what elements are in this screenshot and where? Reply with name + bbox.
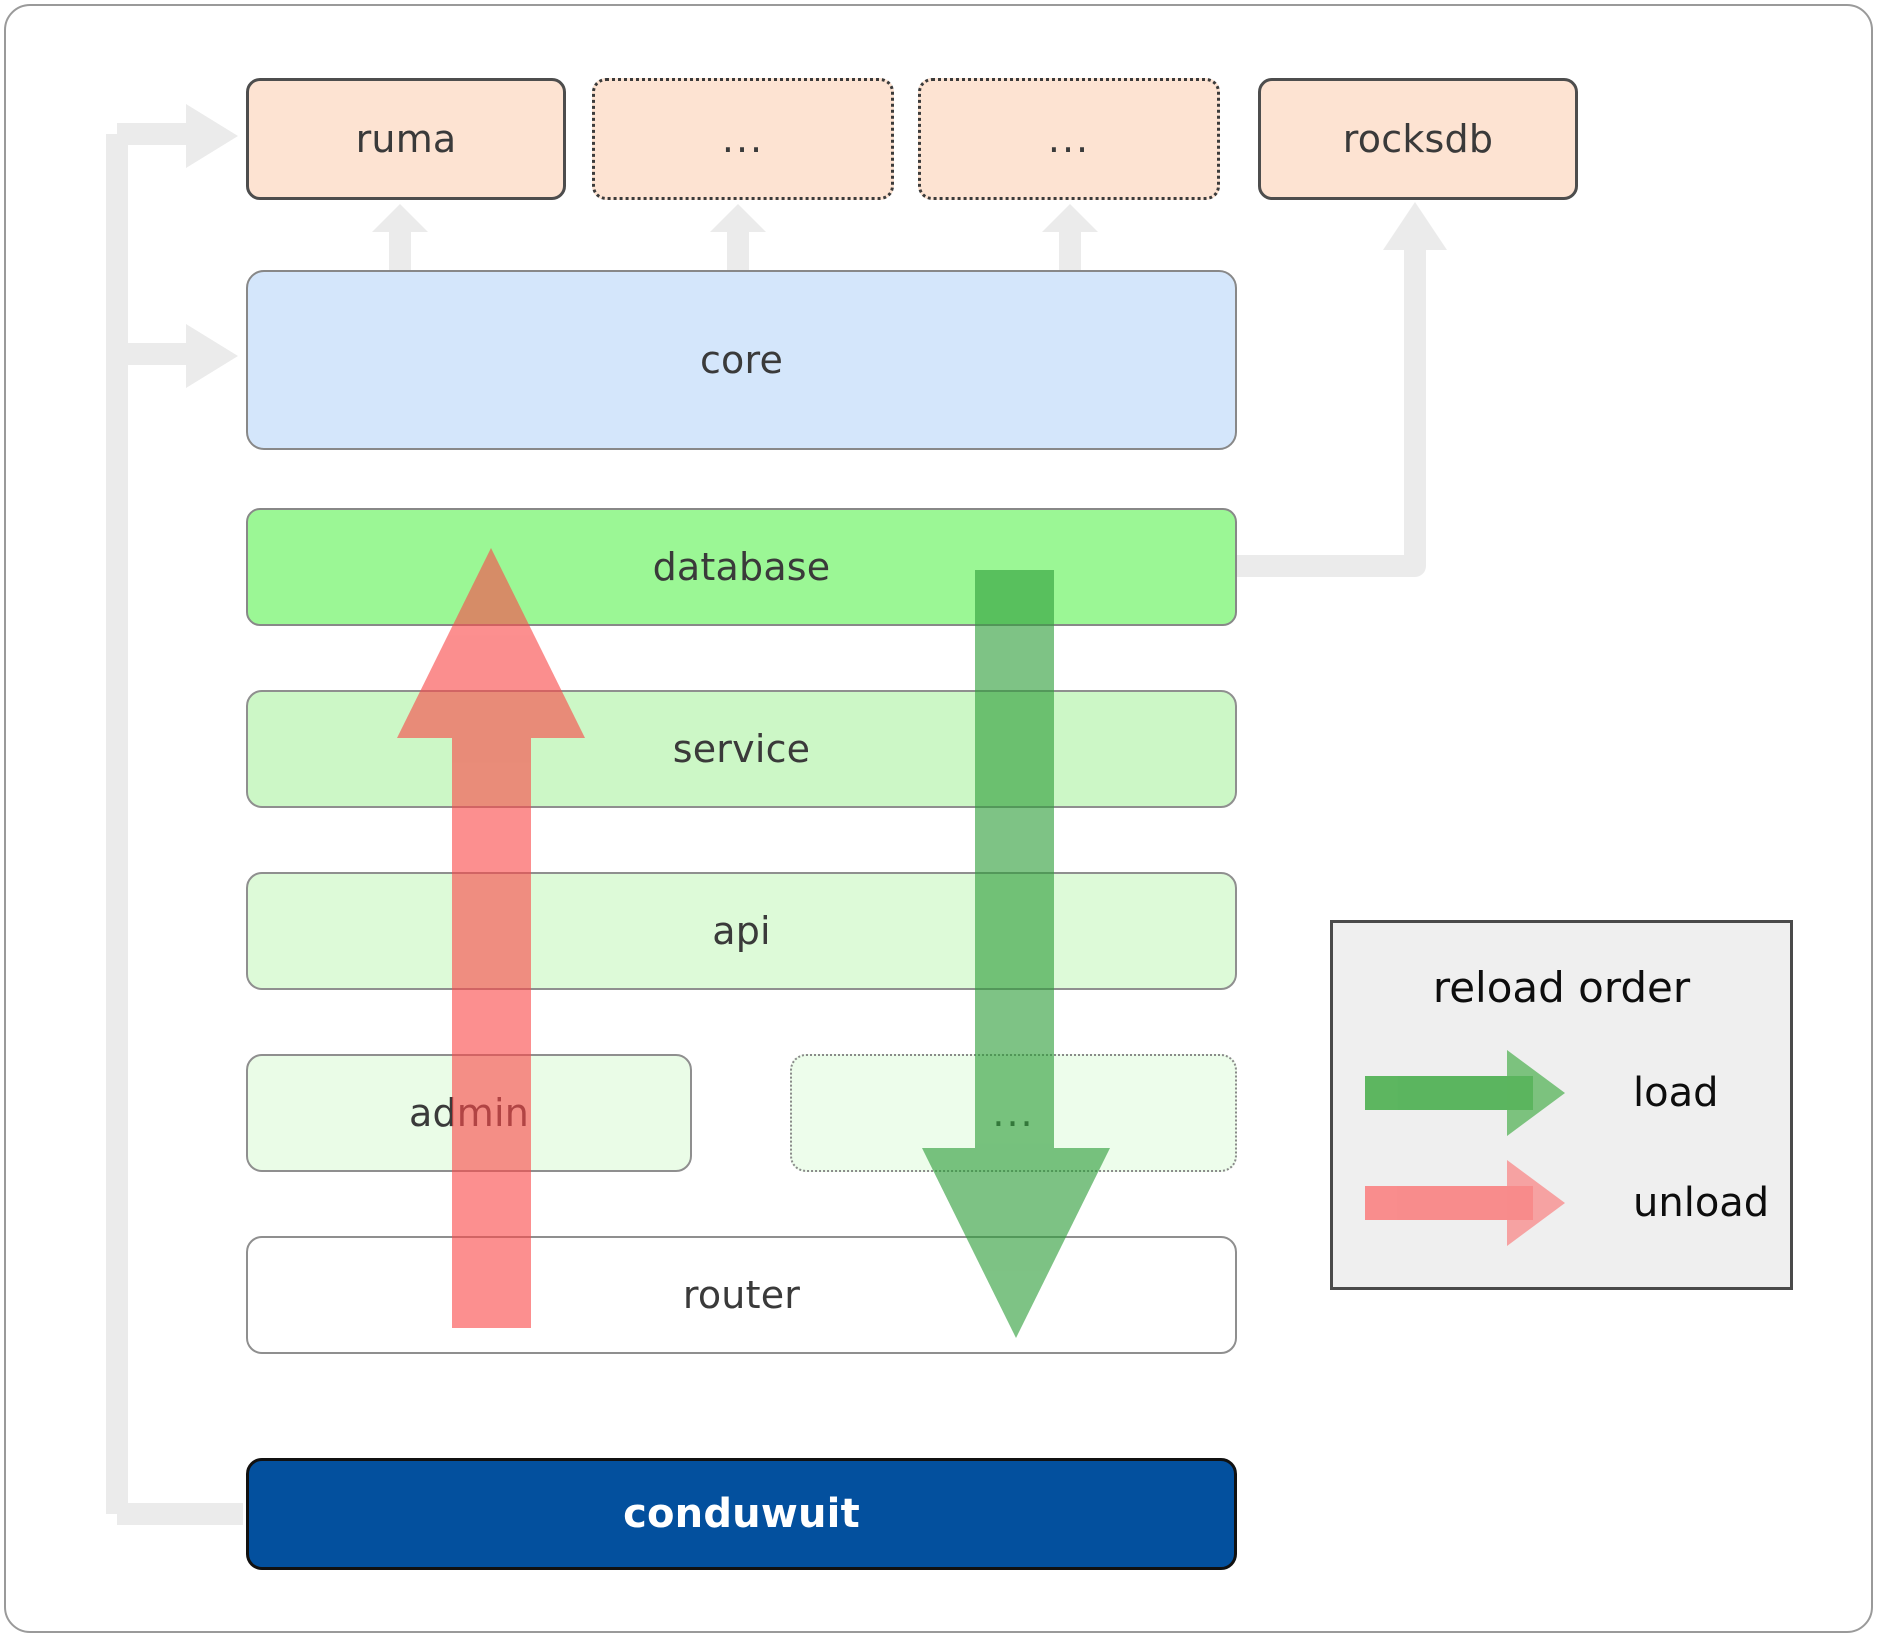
unload-arrow	[397, 548, 585, 1328]
external-crate-ruma[interactable]: ruma	[246, 78, 566, 200]
crate-api[interactable]: api	[246, 872, 1237, 990]
crate-core[interactable]: core	[246, 270, 1237, 450]
legend-unload-arrow-icon	[1365, 1160, 1565, 1246]
external-crate-ruma-label: ruma	[355, 117, 457, 161]
connector-to-core-arrowhead	[186, 324, 238, 388]
legend-row-unload: unload	[1333, 1158, 1790, 1248]
external-crate-rocksdb-label: rocksdb	[1342, 117, 1494, 161]
load-arrow-head	[922, 1148, 1110, 1338]
crate-api-label: api	[712, 909, 771, 953]
crate-router-label: router	[682, 1273, 801, 1317]
crate-router[interactable]: router	[246, 1236, 1237, 1354]
core-to-ruma-arrowhead	[372, 204, 428, 232]
legend-load-arrow-icon	[1365, 1050, 1565, 1136]
core-to-externals-arrows	[372, 204, 1098, 272]
core-to-dots2-arrowhead	[1042, 204, 1098, 232]
unload-arrow-head	[397, 548, 585, 738]
legend-reload-order: reload order load unload	[1330, 920, 1793, 1290]
crate-service[interactable]: service	[246, 690, 1237, 808]
legend-unload-shaft	[1365, 1186, 1533, 1220]
crate-core-label: core	[699, 338, 784, 382]
core-to-dots1-arrowhead	[710, 204, 766, 232]
legend-row-load: load	[1333, 1048, 1790, 1138]
load-arrow-shaft	[975, 570, 1054, 1250]
unload-arrow-shaft	[452, 650, 531, 1328]
legend-load-label: load	[1633, 1070, 1719, 1116]
app-conduwuit-label: conduwuit	[623, 1491, 860, 1537]
connector-database-to-rocksdb-arrowhead	[1383, 202, 1447, 250]
app-conduwuit[interactable]: conduwuit	[246, 1458, 1237, 1570]
crate-service-label: service	[672, 727, 811, 771]
legend-title: reload order	[1432, 963, 1691, 1012]
external-crate-dots-2[interactable]: ...	[918, 78, 1220, 200]
crate-database[interactable]: database	[246, 508, 1237, 626]
legend-unload-head	[1507, 1160, 1565, 1246]
crate-database-label: database	[652, 545, 831, 589]
external-crate-dots-1[interactable]: ...	[592, 78, 894, 200]
legend-load-shaft	[1365, 1076, 1533, 1110]
connector-database-to-rocksdb-stem	[1237, 250, 1426, 577]
legend-unload-label: unload	[1633, 1180, 1770, 1226]
legend-load-head	[1507, 1050, 1565, 1136]
external-crate-rocksdb[interactable]: rocksdb	[1258, 78, 1578, 200]
load-arrow	[922, 570, 1110, 1338]
connector-to-ruma-arrowhead	[186, 104, 238, 168]
